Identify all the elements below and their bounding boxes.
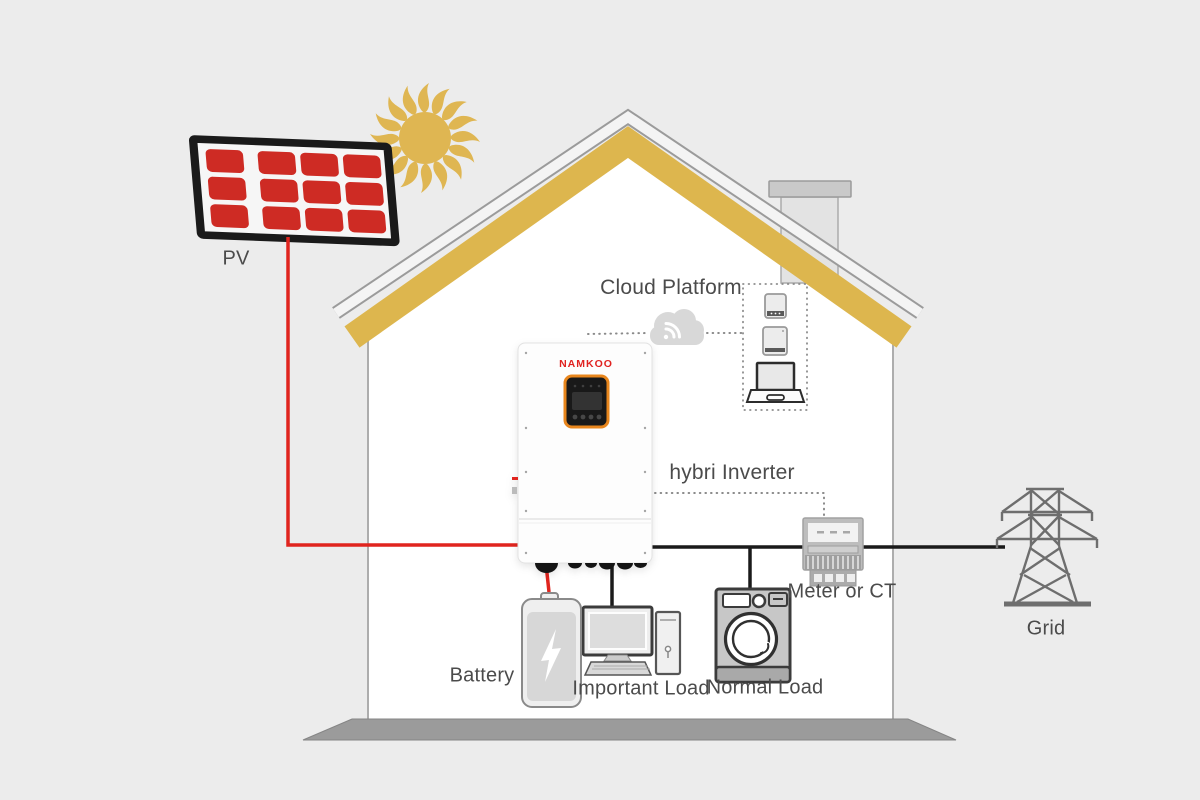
grid-label: Grid [1026,617,1066,640]
normal-load-label: Normal Load [706,676,824,699]
cloud-icon [650,309,704,345]
inverter-icon: NAMKOO [512,342,653,573]
transmission-tower-icon [995,487,1099,607]
lightning-bolt-icon [541,629,561,682]
roof [332,108,924,348]
inverter-cloud-link [587,332,649,335]
cloud-platform-label: Cloud Platform [600,276,742,299]
inverter-connectors [535,563,647,573]
washing-machine-icon [714,587,792,684]
battery-label: Battery [449,664,515,687]
wifi-icon [663,322,681,340]
display-screen [572,392,602,410]
inverter-brand-label: NAMKOO [559,358,613,370]
display-buttons [572,414,602,420]
solar-panel-cells [205,149,387,234]
smartphone-icon [764,293,787,319]
desktop-computer-icon [581,605,682,676]
sun-icon [370,83,480,193]
solar-panel-icon [188,135,400,247]
meter-icon [802,517,864,587]
inverter-screws [524,351,647,555]
inverter-side-terminal [512,477,518,480]
inverter-display [563,374,610,429]
ground [302,718,957,741]
pc-tower [654,610,682,676]
meter-fins [807,556,859,569]
battery-icon [521,592,582,708]
meter-label: Meter or CT [787,580,897,603]
inverter-label: hybri Inverter [669,461,795,484]
cloud-devices-box [742,283,808,411]
house-wall-lines [367,341,894,719]
important-load-label: Important Load [572,677,710,700]
tablet-icon [762,326,788,356]
inverter-side-switch [512,487,517,494]
inverter-meter-link [654,492,825,517]
pv-dc-wire [286,237,519,547]
laptop-icon [745,361,806,403]
pv-label: PV [222,247,250,270]
